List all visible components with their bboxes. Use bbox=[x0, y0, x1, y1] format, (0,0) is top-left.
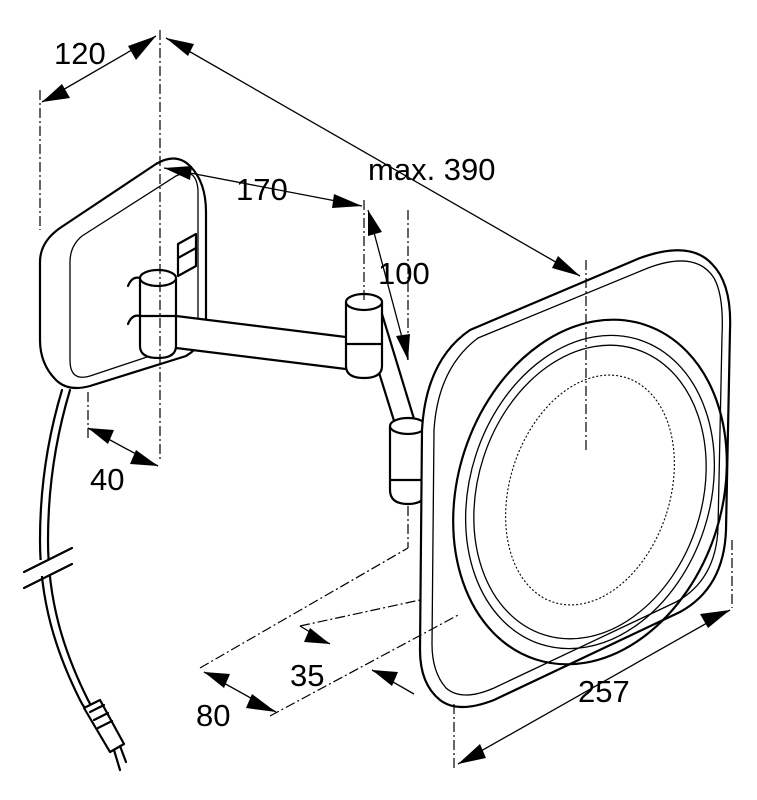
dimension-lines bbox=[41, 35, 731, 765]
dimension-label-100: 100 bbox=[378, 256, 430, 291]
dimension-label-120: 120 bbox=[54, 36, 106, 71]
power-cord bbox=[22, 388, 108, 722]
power-plug bbox=[82, 698, 128, 772]
arm-joint-mount bbox=[126, 268, 178, 360]
dimension-arrows bbox=[42, 36, 730, 764]
center-lines bbox=[39, 30, 733, 770]
dimension-label-max-390: max. 390 bbox=[368, 152, 496, 187]
mirror-head bbox=[418, 249, 732, 709]
dimension-label-40: 40 bbox=[90, 462, 124, 497]
dimension-label-257: 257 bbox=[578, 674, 630, 709]
dimension-label-170: 170 bbox=[236, 172, 288, 207]
arm-joint-middle bbox=[344, 292, 384, 380]
dimension-labels: 120 170 max. 390 100 40 35 80 257 bbox=[54, 36, 630, 733]
dimension-label-80: 80 bbox=[196, 698, 230, 733]
dimension-label-35: 35 bbox=[290, 658, 324, 693]
power-switch-icon bbox=[176, 232, 198, 278]
